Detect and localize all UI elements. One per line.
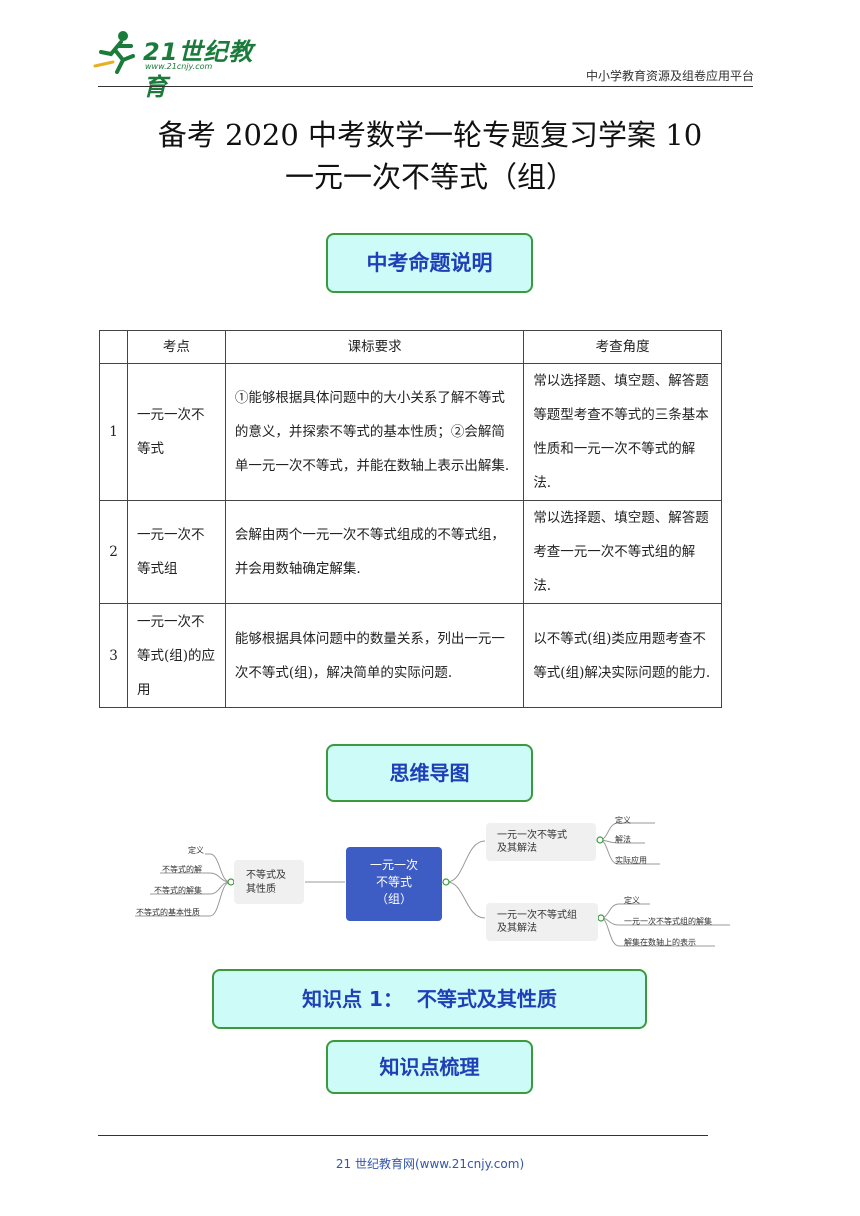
doc-title-line1: 备考 2020 中考数学一轮专题复习学案 10 [157, 118, 703, 152]
section-mind-map: 思维导图 [326, 744, 533, 802]
requirement-cell: ①能够根据具体问题中的大小关系了解不等式的意义，并探索不等式的基本性质；②会解简… [224, 363, 525, 501]
row-number: 3 [99, 603, 128, 708]
table-header-cell: 课标要求 [224, 330, 525, 364]
table-row: 1 一元一次不等式 ①能够根据具体问题中的大小关系了解不等式的意义，并探索不等式… [99, 363, 722, 501]
mm-leaf: 定义 [624, 896, 640, 905]
mm-leaf: 不等式的解 [162, 865, 202, 874]
table-header-row: 考点 课标要求 考查角度 [99, 330, 722, 364]
mm-node-inequality-properties: 不等式及 其性质 [246, 869, 286, 897]
requirement-cell: 能够根据具体问题中的数量关系，列出一元一次不等式(组)，解决简单的实际问题. [224, 603, 525, 708]
mm-node-line: 一元一次不等式组 [497, 910, 577, 921]
mind-map-connectors [135, 822, 730, 947]
logo-text: 21世纪教育 [143, 38, 254, 101]
mm-node-linear-inequality: 一元一次不等式 及其解法 [497, 829, 567, 855]
mm-node-line: 不等式 [375, 875, 412, 889]
mm-leaf: 定义 [188, 846, 204, 855]
requirement-cell: 会解由两个一元一次不等式组成的不等式组，并会用数轴确定解集. [224, 500, 525, 604]
logo-url: www.21cnjy.com [145, 62, 213, 71]
mm-node-line: 不等式及 [246, 870, 286, 881]
angle-cell: 常以选择题、填空题、解答题考查一元一次不等式组的解法. [523, 500, 722, 604]
mm-leaf: 不等式的解集 [154, 886, 202, 895]
section-knowledge-point-label: 知识点 1： 不等式及其性质 [302, 987, 557, 1011]
mm-leaf: 一元一次不等式组的解集 [624, 917, 712, 926]
mm-node-line: 及其解法 [497, 923, 537, 934]
requirements-table: 考点 课标要求 考查角度 1 一元一次不等式 ①能够根据具体问题中的大小关系了解… [99, 330, 722, 708]
mm-node-line: 及其解法 [497, 843, 537, 854]
angle-cell: 以不等式(组)类应用题考查不等式(组)解决实际问题的能力. [523, 603, 722, 708]
section-knowledge-review: 知识点梳理 [326, 1040, 533, 1094]
mm-leaf: 不等式的基本性质 [136, 908, 200, 917]
mind-map: 不等式及 其性质 一元一次 不等式 （组） 一元一次不等式 及其解法 一元一次不… [130, 815, 730, 965]
site-logo: 21世纪教育 www.21cnjy.com [93, 30, 263, 101]
mm-leaf: 实际应用 [615, 856, 647, 865]
table-header-cell: 考查角度 [523, 330, 722, 364]
table-header-cell [99, 330, 128, 364]
mm-node-inequality-system: 一元一次不等式组 及其解法 [497, 909, 577, 935]
section-mind-map-label: 思维导图 [389, 761, 470, 785]
section-exam-description-label: 中考命题说明 [366, 251, 493, 275]
table-row: 2 一元一次不等式组 会解由两个一元一次不等式组成的不等式组，并会用数轴确定解集… [99, 500, 722, 604]
header-divider [98, 86, 753, 87]
doc-title-line2: 一元一次不等式（组） [284, 160, 575, 194]
table-header-cell: 考点 [126, 330, 226, 364]
mm-node-line: 一元一次 [369, 858, 418, 872]
section-knowledge-review-label: 知识点梳理 [379, 1055, 480, 1079]
section-exam-description: 中考命题说明 [326, 233, 533, 293]
mm-leaf: 定义 [615, 816, 631, 825]
mm-center-node: 一元一次 不等式 （组） [346, 857, 442, 908]
mm-node-line: （组） [375, 892, 412, 906]
footer-divider [98, 1135, 708, 1136]
topic-cell: 一元一次不等式 [126, 363, 226, 501]
row-number: 2 [99, 500, 128, 604]
topic-cell: 一元一次不等式(组)的应用 [126, 603, 226, 708]
mm-leaf: 解集在数轴上的表示 [624, 938, 696, 947]
section-knowledge-point: 知识点 1： 不等式及其性质 [212, 969, 647, 1029]
runner-icon [93, 31, 135, 74]
angle-cell: 常以选择题、填空题、解答题等题型考查不等式的三条基本性质和一元一次不等式的解法. [523, 363, 722, 501]
mm-node-line: 其性质 [246, 884, 276, 895]
topic-cell: 一元一次不等式组 [126, 500, 226, 604]
table-row: 3 一元一次不等式(组)的应用 能够根据具体问题中的数量关系，列出一元一次不等式… [99, 603, 722, 708]
mm-leaf: 解法 [615, 835, 631, 844]
footer-link[interactable]: 21 世纪教育网(www.21cnjy.com) [335, 1157, 525, 1171]
mm-node-line: 一元一次不等式 [497, 830, 567, 841]
platform-name: 中小学教育资源及组卷应用平台 [585, 69, 754, 83]
row-number: 1 [99, 363, 128, 501]
